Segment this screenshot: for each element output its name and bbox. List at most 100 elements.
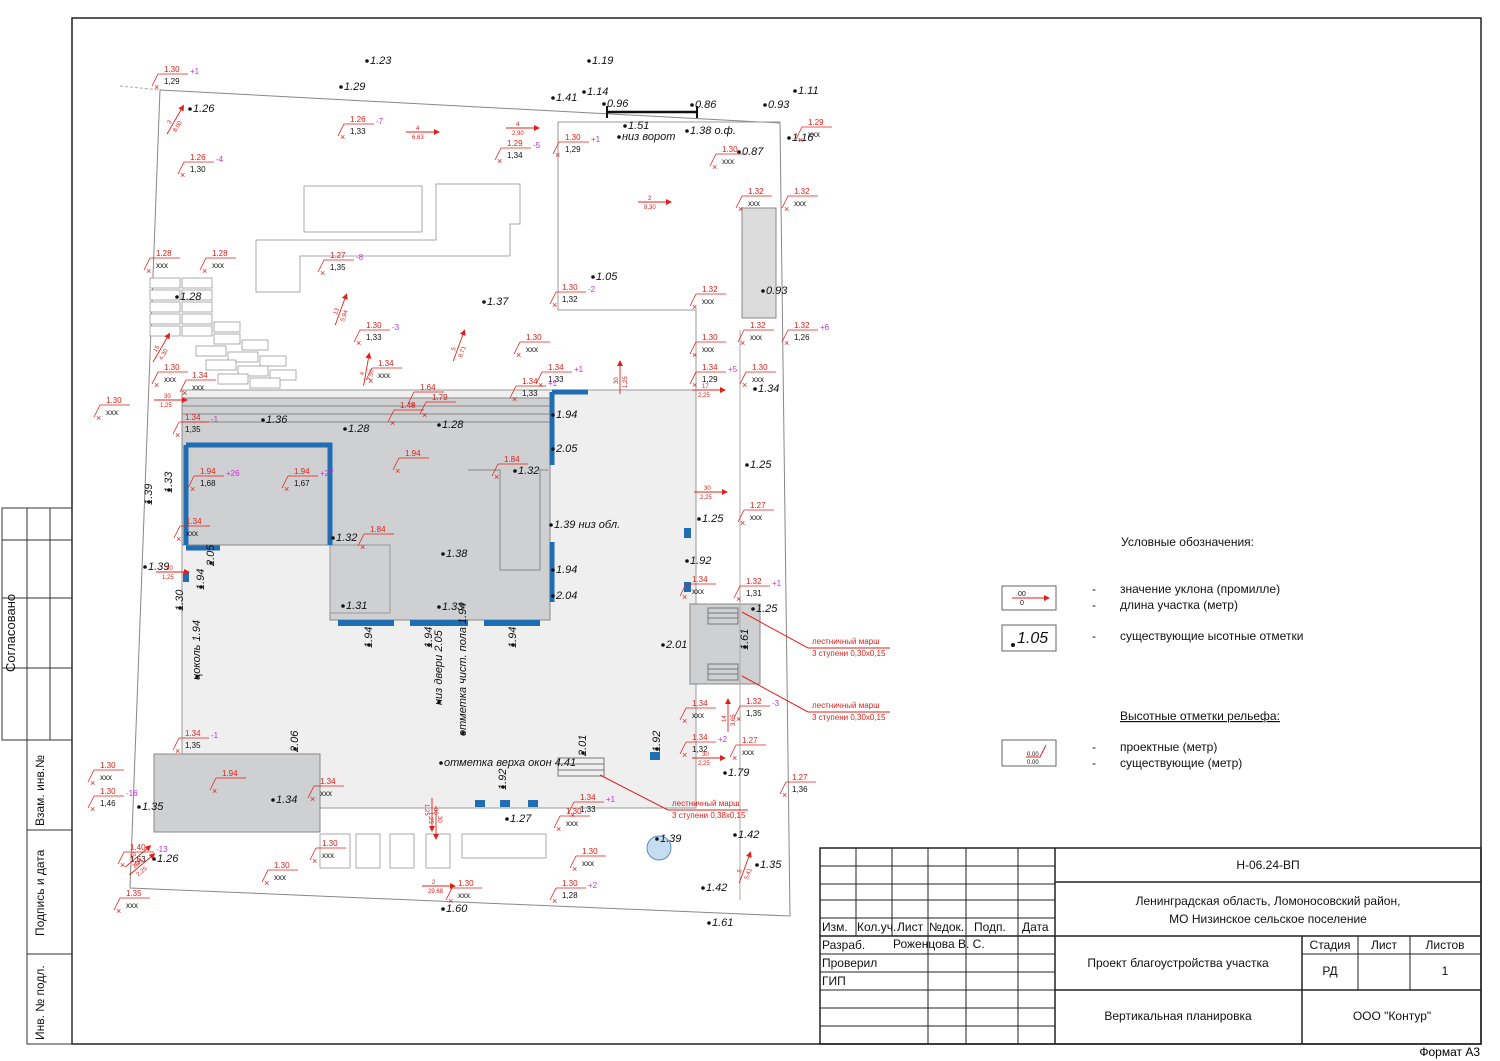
design-mark-bottom: 1,53 xyxy=(130,855,146,864)
design-mark-top: 1.34 xyxy=(692,699,708,708)
existing-mark-label: 2.05 xyxy=(555,443,578,455)
design-mark-top: 1.30 xyxy=(562,879,578,888)
existing-mark: 1.94 xyxy=(551,564,577,576)
existing-mark: 1.25 xyxy=(697,513,724,525)
existing-mark: отметка чист. пола 1.94 xyxy=(457,603,469,736)
design-mark-delta: -3 xyxy=(392,323,400,332)
design-mark-top: 1.26 xyxy=(350,115,366,124)
svg-text:×: × xyxy=(682,716,687,726)
design-mark-bottom: 1,26 xyxy=(794,333,810,342)
stair-note-size: 3 ступени 0,38х0,15 xyxy=(672,811,746,820)
svg-text:×: × xyxy=(692,350,697,360)
svg-text:×: × xyxy=(494,472,499,482)
design-mark-bottom: 1,34 xyxy=(507,151,523,160)
existing-mark-label: 0.86 xyxy=(695,99,717,111)
existing-mark-label: 1.39 xyxy=(148,561,169,573)
design-mark-top: 1.32 xyxy=(794,321,810,330)
svg-text:×: × xyxy=(572,864,577,874)
existing-mark: 2.05 xyxy=(551,443,578,455)
existing-mark-label: 1.35 xyxy=(142,801,164,813)
design-mark-top: 1.30 xyxy=(562,283,578,292)
existing-mark: 1.37 xyxy=(482,296,509,308)
design-mark: ×1.341,29+5 xyxy=(689,363,738,390)
design-mark-top: 1.30 xyxy=(164,363,180,372)
slope-length: 3,65 xyxy=(731,714,737,726)
existing-mark: 1.05 xyxy=(591,271,618,283)
existing-mark-label: 1.26 xyxy=(193,103,215,115)
design-mark: ×1.941,67+27 xyxy=(281,467,334,494)
slope-value: 4 xyxy=(359,371,366,376)
design-mark-top: 1.34 xyxy=(185,729,201,738)
svg-text:×: × xyxy=(154,82,159,92)
design-mark-top: 1.30 xyxy=(566,807,582,816)
design-mark-bottom: xxx xyxy=(106,408,118,417)
design-mark-bottom: xxx xyxy=(100,773,112,782)
design-mark-top: 1.30 xyxy=(164,65,180,74)
design-mark-bottom: 1,35 xyxy=(330,263,346,272)
stamp-replace-inv: Взам. инв.№ xyxy=(33,755,47,826)
existing-mark-label: низ двери 2.05 xyxy=(433,629,445,705)
existing-mark-label: низ ворот xyxy=(622,131,675,143)
design-mark-top: 1.94 xyxy=(294,467,310,476)
svg-text:Кол.уч.: Кол.уч. xyxy=(857,920,896,934)
design-mark-delta: +1 xyxy=(772,579,782,588)
existing-mark: 1.33 xyxy=(163,471,175,493)
svg-text:Изм.: Изм. xyxy=(822,920,848,934)
existing-mark: 1.51 xyxy=(623,120,649,132)
design-mark-bottom: xxx xyxy=(692,587,704,596)
svg-text:×: × xyxy=(682,592,687,602)
design-mark-bottom: xxx xyxy=(566,819,578,828)
design-mark-top: 1.26 xyxy=(190,153,206,162)
slope-arrow: 301,25 xyxy=(423,798,438,832)
existing-mark-label: 1.39 низ обл. xyxy=(554,519,620,531)
design-mark-delta: +5 xyxy=(728,365,738,374)
slope-length: 5,41 xyxy=(744,867,754,881)
existing-mark-label: отметка чист. пола 1.94 xyxy=(457,603,469,736)
existing-mark-label: 1.61 xyxy=(712,917,733,929)
design-mark-bottom: 1,29 xyxy=(164,77,180,86)
existing-mark-label: 1.61 xyxy=(739,629,751,650)
existing-mark-label: 1.23 xyxy=(370,55,392,67)
design-mark-bottom: 1,36 xyxy=(792,785,808,794)
design-mark-bottom: xxx xyxy=(808,130,820,139)
razrab-name: Роженцова В. С. xyxy=(893,937,985,951)
existing-mark-label: 1.34 xyxy=(758,383,779,395)
svg-text:×: × xyxy=(512,394,517,404)
svg-text:Стадия: Стадия xyxy=(1310,938,1351,952)
existing-mark: 1.31 xyxy=(341,600,367,612)
design-mark-top: 1.34 xyxy=(320,777,336,786)
existing-mark-label: 1.94 xyxy=(423,627,435,648)
existing-mark: низ двери 2.05 xyxy=(433,629,445,705)
existing-mark: 1.28 xyxy=(343,423,370,435)
existing-mark: цоколь 1.94 xyxy=(191,620,203,680)
stair-note-size: 3 ступени 0,30х0,15 xyxy=(812,649,886,658)
design-mark-top: 1.94 xyxy=(200,467,216,476)
design-mark-bottom: 1,33 xyxy=(548,375,564,384)
design-mark-delta: -16 xyxy=(126,789,138,798)
stamp-agreed: Согласовано xyxy=(3,594,18,672)
existing-mark: 1.35 xyxy=(755,859,782,871)
design-mark-bottom: xxx xyxy=(526,345,538,354)
design-mark-top: 1.27 xyxy=(750,501,766,510)
existing-mark: 2.04 xyxy=(551,590,577,602)
existing-mark: 1.28 xyxy=(437,419,464,431)
slope-arrow: 301,25 xyxy=(154,394,188,409)
design-mark: ×1.341,35-1 xyxy=(172,729,219,756)
slope-arrow: 301,25 xyxy=(427,806,442,840)
design-mark-bottom: xxx xyxy=(742,748,754,757)
svg-text:×: × xyxy=(682,750,687,760)
existing-mark-label: 2.01 xyxy=(577,735,589,757)
design-mark: ×1.341,33+1 xyxy=(567,793,616,820)
design-mark-delta: +1 xyxy=(548,379,558,388)
slope-length: 1,25 xyxy=(160,403,172,409)
svg-text:Листов: Листов xyxy=(1426,938,1465,952)
design-mark: ×1.271,36 xyxy=(779,773,816,800)
existing-mark-label: 1.33 xyxy=(163,471,175,493)
existing-mark: 1.61 xyxy=(739,629,751,650)
design-mark-delta: -7 xyxy=(376,117,384,126)
